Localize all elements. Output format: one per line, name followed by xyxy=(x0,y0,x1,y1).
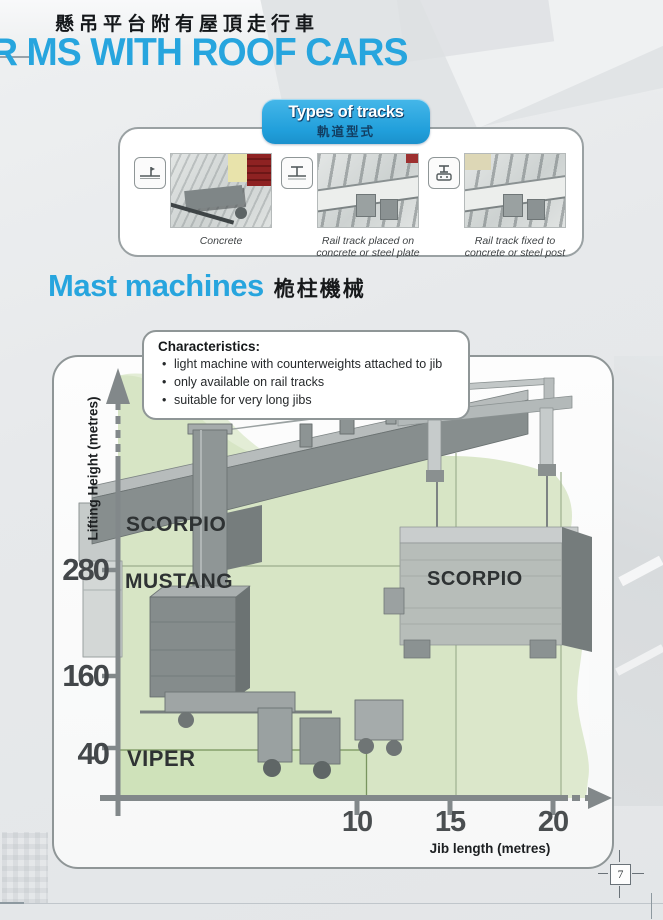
track-caption: Rail track fixed to concrete or steel po… xyxy=(464,235,566,260)
y-axis-label: Lifting Height (metres) xyxy=(85,396,101,541)
photo-detail xyxy=(503,194,523,217)
crop-mark xyxy=(0,903,663,904)
track-type-item: Rail track fixed to concrete or steel po… xyxy=(426,153,573,260)
crop-mark xyxy=(598,873,608,874)
x-tick-15: 15 xyxy=(434,806,466,838)
photo-detail xyxy=(527,199,545,221)
rail-anchor-in-concrete-icon xyxy=(134,157,166,189)
section-heading-english: Mast machines xyxy=(48,268,264,303)
photo-detail xyxy=(228,154,249,182)
characteristics-bullet: only available on rail tracks xyxy=(162,374,456,392)
page-number: 7 xyxy=(610,864,631,885)
characteristics-title: Characteristics: xyxy=(158,339,261,354)
photo-detail xyxy=(356,194,376,217)
y-tick-160: 160 xyxy=(62,658,110,693)
characteristics-list: light machine with counterweights attach… xyxy=(156,356,456,409)
track-type-item: Rail track placed on concrete or steel p… xyxy=(279,153,426,260)
crop-mark xyxy=(0,56,30,58)
track-photo-figure: Rail track fixed to concrete or steel po… xyxy=(463,153,567,260)
x-axis-label: Jib length (metres) xyxy=(429,841,551,856)
photo-detail xyxy=(406,154,418,163)
track-photo-rail-on-plate xyxy=(317,153,419,228)
crop-mark xyxy=(632,873,644,874)
x-tick-20: 20 xyxy=(537,806,569,838)
mast-machines-chart-panel xyxy=(52,355,614,869)
section-heading-chinese: 桅柱機械 xyxy=(273,278,366,301)
characteristics-bullet: light machine with counterweights attach… xyxy=(162,356,456,374)
photo-detail xyxy=(235,206,247,219)
background-scan-noise xyxy=(2,832,48,904)
platform-label-scorpio: SCORPIO xyxy=(427,568,523,590)
machine-label-mustang: MUSTANG xyxy=(125,570,234,593)
photo-detail xyxy=(380,199,398,221)
track-photo-figure: Concrete xyxy=(169,153,273,247)
track-caption: Rail track placed on concrete or steel p… xyxy=(316,235,420,260)
background-right-strip xyxy=(614,356,663,806)
characteristics-bullet: suitable for very long jibs xyxy=(162,392,456,410)
track-caption: Concrete xyxy=(199,235,243,247)
rail-on-post-cross-section-icon xyxy=(428,157,460,189)
crop-mark xyxy=(619,886,620,898)
photo-detail xyxy=(247,154,271,187)
types-of-tracks-badge: Types of tracks 軌道型式 xyxy=(262,99,430,144)
track-photo-rail-on-post xyxy=(464,153,566,228)
badge-subtitle-chinese: 軌道型式 xyxy=(316,125,375,139)
page-title-chinese: 懸吊平台附有屋頂走行車 xyxy=(55,14,320,35)
track-types-row: Concrete Rail track placed on concrete o… xyxy=(132,153,573,260)
section-heading: Mast machines 桅柱機械 xyxy=(48,268,366,304)
track-photo-figure: Rail track placed on concrete or steel p… xyxy=(316,153,420,260)
types-of-tracks-panel: Concrete Rail track placed on concrete o… xyxy=(118,127,584,260)
photo-detail xyxy=(465,154,491,171)
track-photo-concrete xyxy=(170,153,272,228)
y-tick-40: 40 xyxy=(77,736,110,771)
crop-mark xyxy=(0,902,24,904)
badge-title: Types of tracks xyxy=(288,103,404,121)
y-tick-280: 280 xyxy=(62,552,110,587)
crop-mark xyxy=(651,893,652,919)
track-type-item: Concrete xyxy=(132,153,279,247)
machine-label-scorpio: SCORPIO xyxy=(126,513,227,536)
rail-on-plate-cross-section-icon xyxy=(281,157,313,189)
x-tick-10: 10 xyxy=(341,806,373,838)
machine-label-viper: VIPER xyxy=(127,746,196,771)
characteristics-box: Characteristics: light machine with coun… xyxy=(142,330,470,421)
page-title-english: R MS WITH ROOF CARS xyxy=(0,31,408,74)
crop-mark xyxy=(619,850,620,862)
